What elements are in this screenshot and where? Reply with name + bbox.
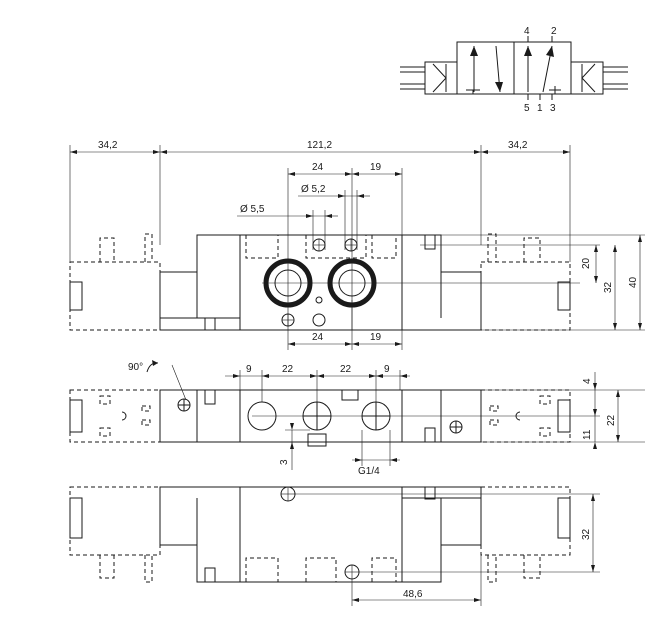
dim-total-width: 121,2 <box>307 140 332 151</box>
dim-height-20: 20 <box>581 257 592 269</box>
dim-offset-11: 11 <box>582 429 593 440</box>
dim-height-32: 32 <box>603 281 614 293</box>
dim-offset-4: 4 <box>582 378 593 384</box>
dim-hole-dia-small: Ø 5,2 <box>301 184 326 195</box>
dim-bottom-spacing-a: 24 <box>312 332 324 343</box>
port-label-3: 3 <box>550 103 556 114</box>
dim-right-width: 34,2 <box>508 140 528 151</box>
dim-height-40: 40 <box>628 276 639 288</box>
front-view <box>69 233 645 350</box>
dim-rotation: 90° <box>128 362 143 373</box>
dim-thread: G1/4 <box>358 466 380 477</box>
port-label-2: 2 <box>551 26 557 37</box>
dim-bottom-height-32: 32 <box>581 528 592 540</box>
valve-symbol <box>400 36 628 100</box>
dim-spacing-9-right: 9 <box>384 364 390 375</box>
port-label-5: 5 <box>524 103 530 114</box>
top-view: 90° <box>69 360 645 470</box>
port-label-4: 4 <box>524 26 530 37</box>
dim-spacing-9-left: 9 <box>246 364 252 375</box>
dim-bottom-spacing-b: 19 <box>370 332 382 343</box>
port-label-1: 1 <box>537 103 543 114</box>
dim-height-22: 22 <box>606 414 617 426</box>
dim-offset-3: 3 <box>279 459 290 465</box>
dim-port-spacing-b: 19 <box>370 162 382 173</box>
dim-spacing-22-right: 22 <box>340 364 352 375</box>
overall-dimension-lines <box>69 145 571 262</box>
dim-bottom-length: 48,6 <box>403 589 423 600</box>
dim-hole-dia-large: Ø 5,5 <box>240 204 265 215</box>
dim-port-spacing-a: 24 <box>312 162 324 173</box>
dim-spacing-22-left: 22 <box>282 364 294 375</box>
dim-left-width: 34,2 <box>98 140 118 151</box>
bottom-view <box>69 486 600 606</box>
